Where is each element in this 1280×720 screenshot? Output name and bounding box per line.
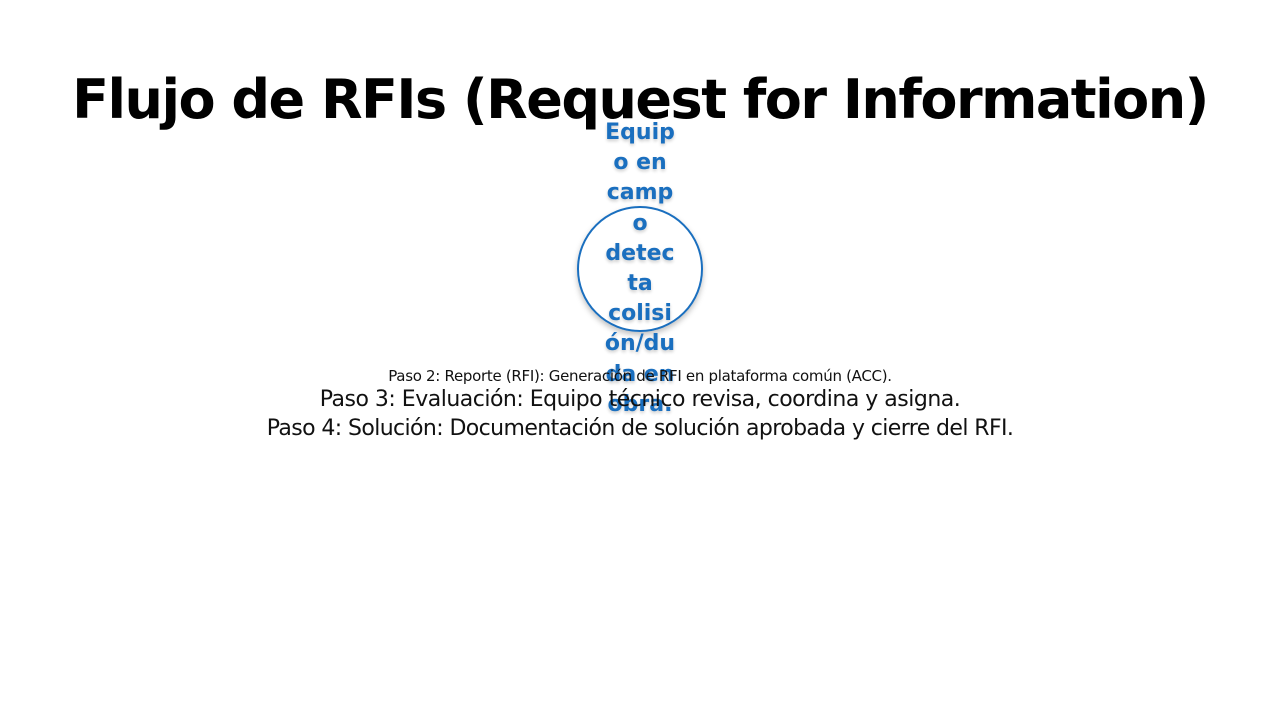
step-1-text-line: Equip (605, 120, 675, 145)
step-1-text-line: ta (627, 271, 653, 297)
step-1-text-line: obra. (607, 391, 673, 417)
step-1-text: Equip o en camp o detec ta colisi ón/du … (590, 118, 690, 420)
step-1-text-line: ón/du (604, 331, 676, 357)
step-2-text: Paso 2: Reporte (RFI): Generación de RFI… (388, 367, 892, 385)
step-1-text-line: o en (613, 150, 667, 176)
step-1-text-line: colisi (608, 301, 672, 327)
step-1-text-line: o (632, 210, 648, 236)
step-1-circle (577, 206, 703, 332)
step-1-text-line: da en (605, 361, 675, 387)
step-1-text-line: camp (606, 180, 674, 206)
step-4-text: Paso 4: Solución: Documentación de soluc… (266, 416, 1014, 441)
slide-title: Flujo de RFIs (Request for Information) (72, 68, 1209, 131)
step-3-text: Paso 3: Evaluación: Equipo técnico revis… (319, 387, 961, 412)
step-1-text-line: detec (605, 240, 675, 266)
